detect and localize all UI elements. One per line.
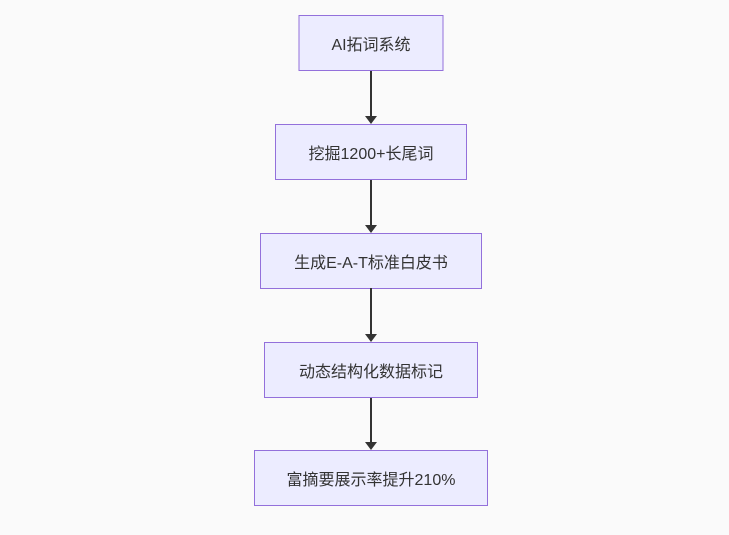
node-label: 动态结构化数据标记: [298, 364, 443, 381]
arrow-head-icon: [365, 334, 377, 342]
flow-arrow-4: [365, 398, 377, 450]
flow-arrow-1: [365, 71, 377, 124]
flow-arrow-3: [365, 288, 377, 342]
flowchart-node-rich-snippet-result: 富摘要展示率提升210%: [254, 450, 488, 506]
flowchart-node-longtail-keywords: 挖掘1200+长尾词: [275, 124, 467, 180]
flowchart-node-structured-data: 动态结构化数据标记: [264, 342, 478, 398]
flow-arrow-2: [365, 180, 377, 233]
flowchart-node-eat-whitepaper: 生成E-A-T标准白皮书: [260, 233, 482, 289]
node-label: 生成E-A-T标准白皮书: [294, 255, 448, 272]
arrow-head-icon: [365, 225, 377, 233]
arrow-line: [370, 398, 372, 442]
arrow-head-icon: [365, 442, 377, 450]
node-label: 挖掘1200+长尾词: [308, 146, 434, 163]
arrow-line: [370, 288, 372, 334]
arrow-head-icon: [365, 116, 377, 124]
arrow-line: [370, 180, 372, 225]
node-label: AI拓词系统: [331, 37, 411, 54]
arrow-line: [370, 71, 372, 116]
node-label: 富摘要展示率提升210%: [286, 472, 456, 489]
flowchart-node-ai-expand-system: AI拓词系统: [298, 15, 444, 71]
